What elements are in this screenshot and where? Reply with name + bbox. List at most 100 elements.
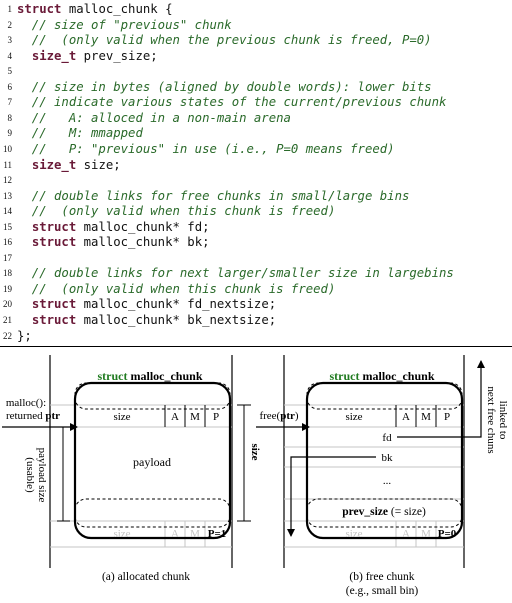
free-next-flag-m: M [421, 528, 431, 540]
code-token [17, 235, 32, 249]
svg-text:(usable): (usable) [24, 457, 36, 493]
code-text: size_t size; [17, 157, 121, 173]
chunk-diagram: struct malloc_chunk size A M P payload s… [2, 355, 509, 597]
prev-size-label: prev_size (= size) [342, 506, 426, 518]
alloc-next-flag-m: M [190, 528, 200, 540]
allocated-caption: (a) allocated chunk [102, 571, 190, 583]
line-number: 16 [3, 237, 12, 248]
code-token: malloc_chunk { [61, 2, 173, 16]
free-size-label: size [345, 411, 362, 423]
code-comment: // indicate various states of the curren… [17, 95, 447, 110]
line-number: 20 [3, 299, 12, 310]
payload-size-label: payload size (usable) [24, 448, 48, 503]
code-keyword: struct [31, 297, 77, 312]
code-comment: // size in bytes (aligned by double word… [17, 79, 432, 94]
code-text: // double links for next larger/smaller … [17, 265, 454, 281]
alloc-next-flag-p: P=1 [208, 528, 227, 540]
code-text: // size of "previous" chunk [17, 17, 232, 33]
code-keyword: size_t [31, 48, 77, 63]
alloc-size-label: size [113, 411, 130, 423]
code-keyword: struct [31, 219, 77, 234]
line-number: 17 [3, 252, 12, 263]
code-comment: // A: alloced in a non-main arena [17, 110, 291, 125]
bk-link-arrow [287, 456, 376, 537]
code-text: struct malloc_chunk* bk_nextsize; [17, 312, 276, 328]
line-number: 3 [7, 35, 13, 46]
free-caption-line1: (b) free chunk [349, 571, 414, 583]
free-flag-m: M [421, 411, 431, 423]
code-token: malloc_chunk* bk_nextsize; [76, 313, 277, 327]
code-text: // (only valid when the previous chunk i… [17, 32, 432, 48]
code-comment: // (only valid when this chunk is freed) [17, 281, 336, 296]
code-token: malloc_chunk* fd; [76, 219, 210, 234]
code-text: // (only valid when this chunk is freed) [17, 281, 336, 297]
code-keyword: struct [17, 2, 62, 16]
code-comment: // M: mmapped [17, 126, 143, 141]
alloc-flag-p: P [213, 411, 219, 423]
line-number: 15 [3, 221, 12, 232]
code-text: struct malloc_chunk* fd; [17, 219, 210, 235]
separator-line [0, 346, 512, 347]
code-text: // M: mmapped [17, 125, 143, 141]
code-token [17, 158, 32, 172]
line-number: 12 [3, 175, 12, 186]
code-keyword: struct [31, 235, 77, 250]
code-comment: // (only valid when this chunk is freed) [17, 204, 336, 219]
free-caption-line2: (e.g., small bin) [346, 585, 419, 597]
line-number: 18 [3, 268, 12, 279]
code-comment: // P: "previous" in use (i.e., P=0 means… [17, 141, 395, 156]
code-text: // (only valid when this chunk is freed) [17, 203, 336, 219]
code-comment: // double links for next larger/smaller … [17, 266, 454, 281]
line-number: 6 [7, 81, 13, 92]
alloc-payload-label: payload [133, 455, 171, 469]
svg-text:payload size: payload size [36, 448, 48, 503]
line-number: 11 [3, 159, 12, 170]
free-next-flag-p: P=0 [438, 528, 457, 540]
line-number: 7 [7, 97, 13, 108]
line-number: 10 [3, 143, 12, 154]
free-next-flag-a: A [402, 528, 410, 540]
line-number: 13 [3, 190, 12, 201]
line-number: 19 [3, 283, 12, 294]
line-number: 22 [3, 330, 12, 341]
code-token: size; [76, 157, 121, 172]
line-number: 14 [3, 206, 12, 217]
bk-label: bk [382, 452, 394, 464]
free-call-label: free(ptr) [259, 410, 298, 422]
alloc-next-size: size [113, 528, 130, 540]
code-listing: 1 struct malloc_chunk { 2 // size of "prev… [3, 1, 454, 344]
line-number: 1 [7, 4, 13, 14]
line-number: 9 [7, 128, 13, 139]
code-token [17, 297, 32, 311]
code-text: struct malloc_chunk* fd_nextsize; [17, 296, 276, 312]
code-comment: // size of "previous" chunk [17, 17, 232, 32]
line-number: 8 [7, 112, 13, 123]
code-text: // size in bytes (aligned by double word… [17, 79, 432, 95]
chunk-size-axis-label: size [249, 443, 261, 460]
code-comment: // double links for free chunks in small… [17, 188, 410, 203]
line-number: 2 [7, 19, 13, 30]
code-token: malloc_chunk* bk; [76, 235, 210, 250]
code-text: // double links for free chunks in small… [17, 188, 410, 204]
svg-text:linked to: linked to [497, 401, 509, 440]
code-keyword: struct [31, 313, 77, 327]
code-text: // indicate various states of the curren… [17, 94, 447, 110]
svg-text:next free chuns: next free chuns [485, 386, 497, 453]
line-number: 5 [7, 66, 13, 77]
code-comment: // (only valid when the previous chunk i… [17, 33, 432, 48]
code-text: size_t prev_size; [17, 48, 158, 64]
code-text: struct malloc_chunk* bk; [17, 234, 210, 250]
code-text: struct malloc_chunk { [17, 1, 172, 17]
line-number: 21 [3, 315, 12, 325]
alloc-flag-m: M [190, 411, 200, 423]
free-next-size: size [345, 528, 362, 540]
code-text: }; [17, 328, 32, 344]
line-number: 4 [7, 50, 13, 61]
code-text: // A: alloced in a non-main arena [17, 110, 291, 126]
free-struct-header: struct malloc_chunk [329, 369, 434, 383]
linked-to-label: linked to next free chuns [485, 386, 509, 453]
alloc-struct-header: struct malloc_chunk [97, 369, 202, 383]
code-token: }; [17, 328, 32, 343]
code-token [17, 49, 32, 63]
alloc-flag-a: A [171, 411, 179, 423]
